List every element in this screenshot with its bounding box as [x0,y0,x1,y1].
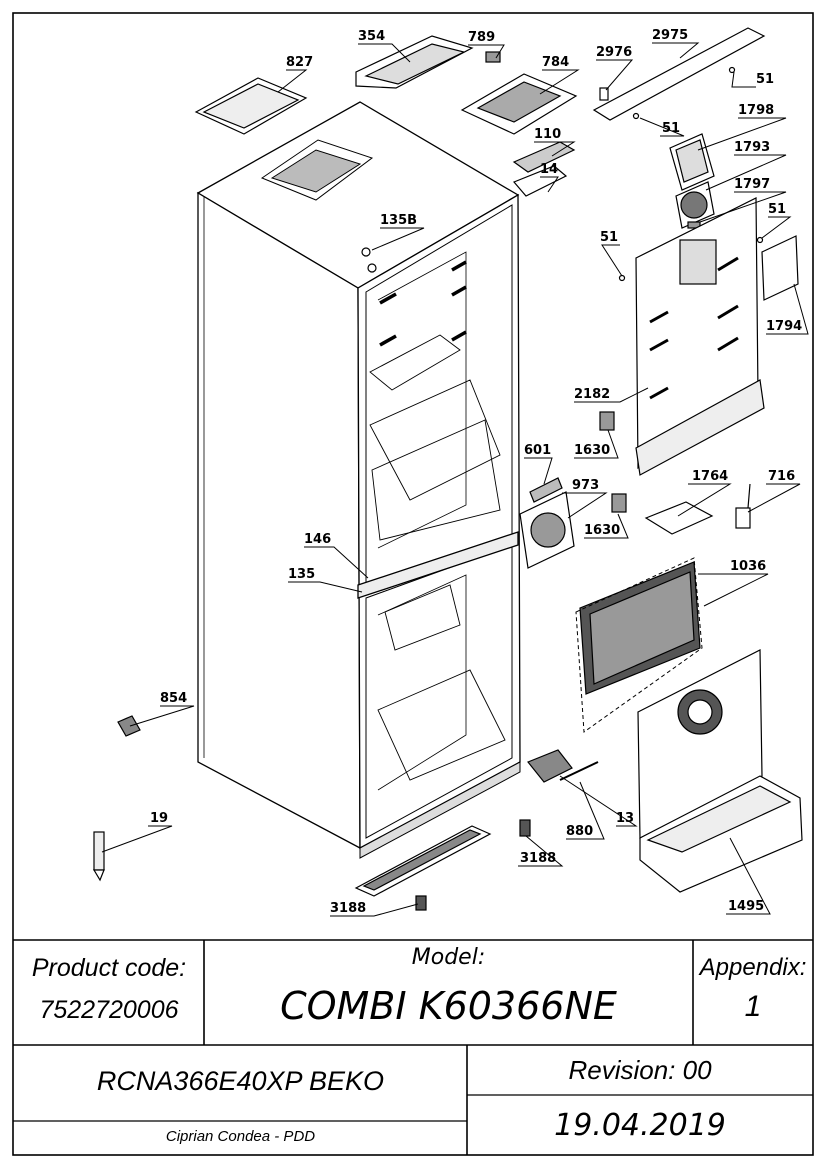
label-354: 354 [358,29,385,44]
part-labels: 827 354 789 784 2976 2975 51 51 1798 179… [150,28,802,916]
label-2976: 2976 [596,45,632,60]
label-789: 789 [468,30,495,45]
model-label: Model: [411,945,486,970]
label-3188-b: 3188 [330,901,366,916]
product-code-value: 7522720006 [39,996,179,1024]
title-block-grid [13,939,813,1155]
fridge-cabinet [196,101,521,859]
author: Ciprian Condea - PDD [165,1128,316,1145]
label-51-b: 51 [662,121,680,136]
label-14: 14 [540,162,558,177]
label-601: 601 [524,443,551,458]
model-value: COMBI K60366NE [280,984,617,1028]
label-51-c: 51 [768,202,786,217]
label-51-d: 51 [600,230,618,245]
label-135B: 135B [380,213,417,228]
label-19: 19 [150,811,168,826]
label-2182: 2182 [574,387,610,402]
label-854: 854 [160,691,187,706]
label-973: 973 [572,478,599,493]
appendix-value: 1 [744,990,762,1023]
label-135: 135 [288,567,315,582]
label-827: 827 [286,55,313,70]
label-1797: 1797 [734,177,770,192]
product-code-label: Product code: [31,954,187,982]
label-1794: 1794 [766,319,802,334]
label-1495: 1495 [728,899,764,914]
label-110: 110 [534,127,561,142]
revision: Revision: 00 [568,1055,712,1085]
date: 19.04.2019 [554,1108,726,1143]
label-2975: 2975 [652,28,688,43]
label-1764: 1764 [692,469,728,484]
label-1036: 1036 [730,559,766,574]
label-3188-a: 3188 [520,851,556,866]
label-1793: 1793 [734,140,770,155]
parts [92,27,803,911]
leader-lines [101,42,809,917]
appendix-label: Appendix: [699,954,807,981]
label-51-a: 51 [756,72,774,87]
label-1798: 1798 [738,103,774,118]
label-146: 146 [304,532,331,547]
label-784: 784 [542,55,569,70]
drawing-frame [12,12,814,1156]
label-13: 13 [616,811,634,826]
label-1630-a: 1630 [574,443,610,458]
label-1630-b: 1630 [584,523,620,538]
label-716: 716 [768,469,795,484]
label-880: 880 [566,824,593,839]
top-grid [260,139,374,201]
variant-name: RCNA366E40XP BEKO [96,1066,385,1096]
